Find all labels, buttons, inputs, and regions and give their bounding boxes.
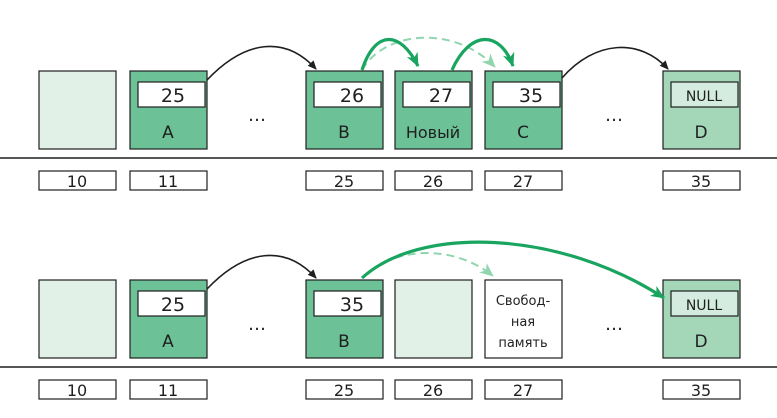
node-pointer: 35 — [519, 85, 543, 107]
pointer-arrow — [206, 45, 317, 81]
ellipsis: … — [248, 105, 266, 126]
new-pointer-arrow — [360, 240, 665, 300]
node-d: NULL D — [662, 279, 741, 359]
address-label: 26 — [423, 172, 443, 191]
node-pointer: NULL — [686, 298, 723, 314]
node-label: Новый — [406, 123, 460, 142]
address-row: 10 11 25 26 27 35 — [38, 379, 741, 400]
new-pointer-arrow — [450, 38, 515, 71]
node-label: D — [694, 332, 707, 352]
address-label: 10 — [67, 381, 87, 400]
free-memory-line: ная — [511, 315, 535, 330]
node-a: 25 A — [129, 279, 208, 359]
node-b: 26 B — [305, 70, 384, 150]
address-label: 26 — [423, 381, 443, 400]
pointer-arrow — [561, 46, 669, 79]
node-label: C — [517, 123, 529, 143]
address-label: 35 — [691, 172, 711, 191]
free-memory-cell: Свобод- ная память — [484, 279, 563, 359]
address-label: 27 — [513, 172, 533, 191]
ellipsis: … — [248, 314, 266, 335]
node-a: 25 A — [129, 70, 208, 150]
free-memory-line: память — [498, 336, 547, 351]
node-label: D — [694, 123, 707, 143]
node-b: 35 B — [305, 279, 384, 359]
ellipsis: … — [605, 314, 623, 335]
free-memory-line: Свобод- — [496, 294, 551, 309]
old-pointer-dashed-arrow — [361, 36, 496, 71]
node-label: B — [338, 332, 350, 352]
top-memory-row: 25 A … 26 B 27 Новый 35 C … — [0, 36, 777, 191]
address-row: 10 11 25 26 27 35 — [38, 170, 741, 191]
address-label: 11 — [158, 172, 178, 191]
node-c: 35 C — [484, 70, 563, 150]
node-label: A — [162, 332, 174, 352]
address-label: 35 — [691, 381, 711, 400]
memory-cell-empty — [38, 279, 117, 359]
bottom-memory-row: 25 A … 35 B Свобод- ная память … NULL D — [0, 240, 777, 400]
new-pointer-arrow — [360, 38, 420, 71]
node-pointer: 27 — [429, 85, 453, 107]
node-pointer: NULL — [686, 89, 723, 105]
address-label: 27 — [513, 381, 533, 400]
address-label: 11 — [158, 381, 178, 400]
node-label: B — [338, 123, 350, 143]
node-new: 27 Новый — [394, 70, 473, 150]
node-pointer: 25 — [161, 294, 185, 316]
address-label: 25 — [334, 172, 354, 191]
memory-cell-empty — [394, 279, 473, 359]
node-d: NULL D — [662, 70, 741, 150]
node-pointer: 25 — [161, 85, 185, 107]
pointer-arrow — [206, 254, 317, 290]
ellipsis: … — [605, 105, 623, 126]
node-pointer: 35 — [340, 294, 364, 316]
address-label: 10 — [67, 172, 87, 191]
address-label: 25 — [334, 381, 354, 400]
node-pointer: 26 — [340, 85, 364, 107]
memory-cell-empty — [38, 70, 117, 150]
node-label: A — [162, 123, 174, 143]
